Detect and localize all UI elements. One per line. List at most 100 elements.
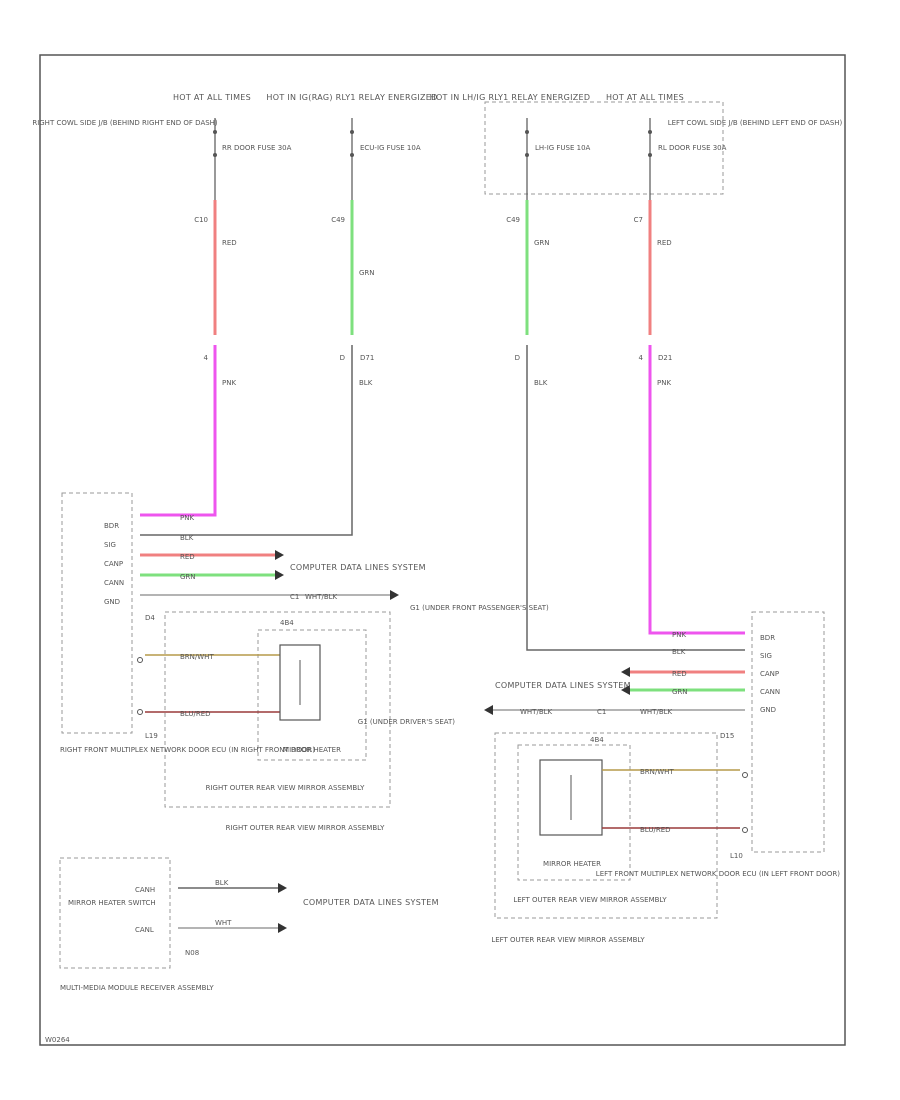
supply-label-left-ig: HOT IN LH/IG RLY1 RELAY ENERGIZED (430, 93, 591, 102)
lw-label-blu: BLU/RED (640, 826, 671, 834)
fuse-ecu-ig: ECU-IG FUSE 10A (350, 118, 421, 200)
rw-label-pnk: PNK (180, 514, 194, 522)
mhs-label-wht: WHT (215, 919, 232, 927)
left-heater-element (539, 759, 603, 836)
left-pin-canp: CANP (760, 670, 779, 678)
rw-label-wht: WHT/BLK (305, 593, 338, 601)
mirror-heater-switch-label: MIRROR HEATER SWITCH (68, 899, 156, 907)
mhs-pin-canh: CANH (135, 886, 155, 894)
left-mirror-heater-box (517, 744, 631, 881)
wire-label-black-left: BLK (534, 379, 548, 387)
right-pin-bdr: BDR (104, 522, 119, 530)
connector-c49-left: C49 (506, 216, 520, 224)
right-arrow-green (275, 570, 284, 580)
right-pin-gnd: GND (104, 598, 120, 606)
connector-d21: D21 (658, 354, 672, 362)
multimedia-label: MULTI-MEDIA MODULE RECEIVER ASSEMBLY (60, 984, 214, 992)
rw-label-grn: GRN (180, 573, 196, 581)
rw-label-blu: BLU/RED (180, 710, 211, 718)
left-ecu-label: LEFT FRONT MULTIPLEX NETWORK DOOR ECU (I… (596, 870, 840, 878)
connector-c49-right: C49 (331, 216, 345, 224)
right-heater-label: MIRROR HEATER (283, 746, 341, 754)
lw-label-grn: GRN (672, 688, 688, 696)
connector-d-left: D (515, 354, 520, 362)
wire-label-black-right: BLK (359, 379, 373, 387)
cds-label-right: COMPUTER DATA LINES SYSTEM (290, 563, 426, 572)
mhs-arrow-blk (278, 883, 287, 893)
left-pin-sig: SIG (760, 652, 772, 660)
connector-d15: D15 (720, 732, 734, 740)
connector-4-left: 4 (639, 354, 644, 362)
lw-label-wht-b: WHT/BLK (520, 708, 553, 716)
left-mirror-inner-label: LEFT OUTER REAR VIEW MIRROR ASSEMBLY (513, 896, 667, 904)
wire-label-red-right: RED (222, 239, 237, 247)
connector-c7: C7 (634, 216, 643, 224)
right-arrow-gnd (390, 590, 399, 600)
left-pin-cann: CANN (760, 688, 780, 696)
wire-pink-right (140, 345, 217, 517)
lw-label-pnk: PNK (672, 631, 686, 639)
connector-l10: L10 (730, 852, 743, 860)
right-ecu-label: RIGHT FRONT MULTIPLEX NETWORK DOOR ECU (… (60, 746, 315, 754)
lw-label-blk: BLK (672, 648, 686, 656)
left-jb-box (484, 101, 724, 195)
rw-label-red: RED (180, 553, 195, 561)
rw-label-blk: BLK (180, 534, 194, 542)
connector-d71: D71 (360, 354, 374, 362)
right-pin-canp: CANP (104, 560, 123, 568)
left-pin-bdr: BDR (760, 634, 775, 642)
left-heater-label: MIRROR HEATER (543, 860, 601, 868)
right-pin-cann: CANN (104, 579, 124, 587)
left-arrow-gnd (484, 705, 493, 715)
lw-label-wht: WHT/BLK (640, 708, 673, 716)
ground-label-right: G1 (UNDER FRONT PASSENGER'S SEAT) (410, 604, 549, 612)
right-mirror-heater-box (257, 629, 367, 761)
connector-c10: C10 (194, 216, 208, 224)
wire-pink-left (648, 345, 745, 635)
right-mirror-outer-box (164, 611, 391, 808)
connector-d-right: D (340, 354, 345, 362)
cds-label-bottom: COMPUTER DATA LINES SYSTEM (303, 898, 439, 907)
left-mirror-label: LEFT OUTER REAR VIEW MIRROR ASSEMBLY (491, 936, 645, 944)
left-arrow-green (621, 685, 630, 695)
fuse-rl-door-label: RL DOOR FUSE 30A (658, 144, 727, 152)
fuse-rr-door: RR DOOR FUSE 30A (213, 118, 292, 200)
right-ecu-pins: BDR SIG CANP CANN GND (104, 522, 124, 606)
diagram-id: W0264 (45, 1036, 70, 1044)
left-jb-label: LEFT COWL SIDE J/B (BEHIND LEFT END OF D… (668, 119, 843, 127)
supply-label-right-battery: HOT AT ALL TIMES (173, 93, 251, 102)
left-mirror-outer-box (494, 732, 718, 919)
cds-label-left: COMPUTER DATA LINES SYSTEM (495, 681, 631, 690)
left-ecu-pins: BDR SIG CANP CANN GND (760, 634, 780, 714)
rw-label-brn: BRN/WHT (180, 653, 214, 661)
left-pin-gnd: GND (760, 706, 776, 714)
supply-label-left-battery: HOT AT ALL TIMES (606, 93, 684, 102)
right-ecu-box (61, 492, 133, 734)
lw-label-red: RED (672, 670, 687, 678)
left-arrow-red (621, 667, 630, 677)
wire-label-green-left: GRN (534, 239, 550, 247)
mirror-heater-switch-box (59, 857, 171, 969)
fuse-lh-ig: LH-IG FUSE 10A (525, 118, 591, 200)
mhs-arrow-wht (278, 923, 287, 933)
wire-black-right (140, 345, 353, 536)
right-mirror-label: RIGHT OUTER REAR VIEW MIRROR ASSEMBLY (226, 824, 385, 832)
diagram-frame (39, 54, 846, 1046)
ground-label-left: G1 (UNDER DRIVER'S SEAT) (358, 718, 455, 726)
wire-label-green-right: GRN (359, 269, 375, 277)
right-jb-label: RIGHT COWL SIDE J/B (BEHIND RIGHT END OF… (32, 119, 218, 127)
left-4b4: 4B4 (590, 736, 604, 744)
right-arrow-red (275, 550, 284, 560)
rw-label-c1: C1 (290, 593, 299, 601)
right-heater-element (279, 644, 321, 721)
wire-label-pink-right: PNK (222, 379, 236, 387)
fuse-ecu-ig-label: ECU-IG FUSE 10A (360, 144, 421, 152)
fuse-rr-door-label: RR DOOR FUSE 30A (222, 144, 292, 152)
lw-label-c1: C1 (597, 708, 606, 716)
wire-label-pink-left: PNK (657, 379, 671, 387)
right-mirror-inner-label: RIGHT OUTER REAR VIEW MIRROR ASSEMBLY (206, 784, 365, 792)
supply-label-right-ig: HOT IN IG(RAG) RLY1 RELAY ENERGIZED (266, 93, 437, 102)
mhs-connector: N08 (185, 949, 199, 957)
connector-d4: D4 (145, 614, 155, 622)
